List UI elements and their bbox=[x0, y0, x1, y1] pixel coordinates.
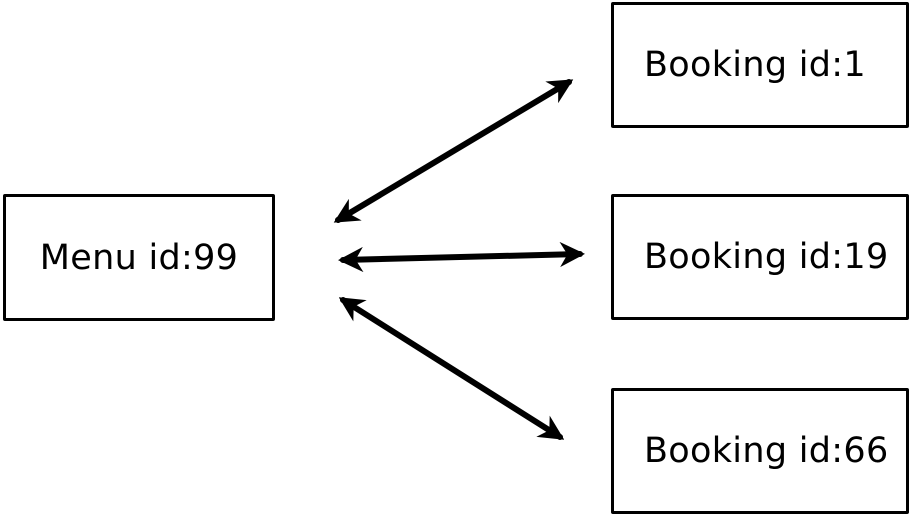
arrow-menu-booking-19 bbox=[337, 241, 586, 273]
arrow-menu-booking-1 bbox=[333, 79, 574, 223]
booking-node-19-label: Booking id:19 bbox=[644, 237, 889, 277]
menu-node: Menu id:99 bbox=[3, 194, 275, 321]
booking-node-1: Booking id:1 bbox=[611, 2, 909, 128]
booking-node-19: Booking id:19 bbox=[611, 194, 909, 320]
booking-node-66-label: Booking id:66 bbox=[644, 431, 889, 471]
booking-node-66: Booking id:66 bbox=[611, 388, 909, 514]
booking-node-1-label: Booking id:1 bbox=[644, 45, 866, 85]
menu-node-label: Menu id:99 bbox=[39, 237, 239, 278]
arrow-menu-booking-66 bbox=[338, 297, 565, 440]
